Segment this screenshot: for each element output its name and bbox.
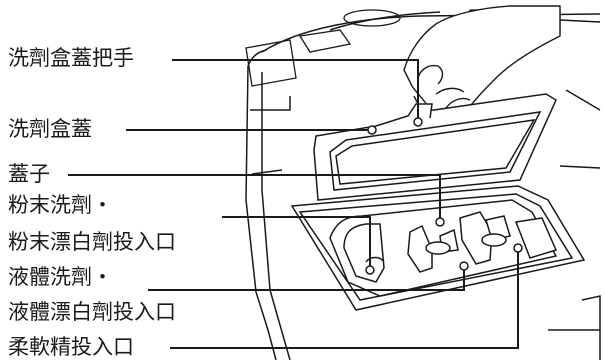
label-liquid-line1: 液體洗劑・ [6,265,115,289]
leader-cover [68,174,441,222]
label-liquid-line2: 液體漂白劑投入口 [6,300,178,324]
leader-softener [170,248,519,349]
dispenser-tray [290,185,586,311]
leader-dots [365,117,523,275]
leader-lines [68,59,519,349]
leader-lid-handle [172,59,419,122]
label-cover: 蓋子 [6,162,52,186]
washer-body [245,11,601,360]
leader-liquid [148,266,465,291]
dispenser-lid [313,93,557,201]
label-lid-handle: 洗劑盒蓋把手 [6,46,136,70]
label-softener: 柔軟精投入口 [6,335,136,359]
leader-powder [222,216,371,270]
label-powder-line2: 粉末漂白劑投入口 [6,230,178,254]
label-powder-line1: 粉末洗劑・ [6,193,115,217]
label-lid: 洗劑盒蓋 [6,117,94,141]
